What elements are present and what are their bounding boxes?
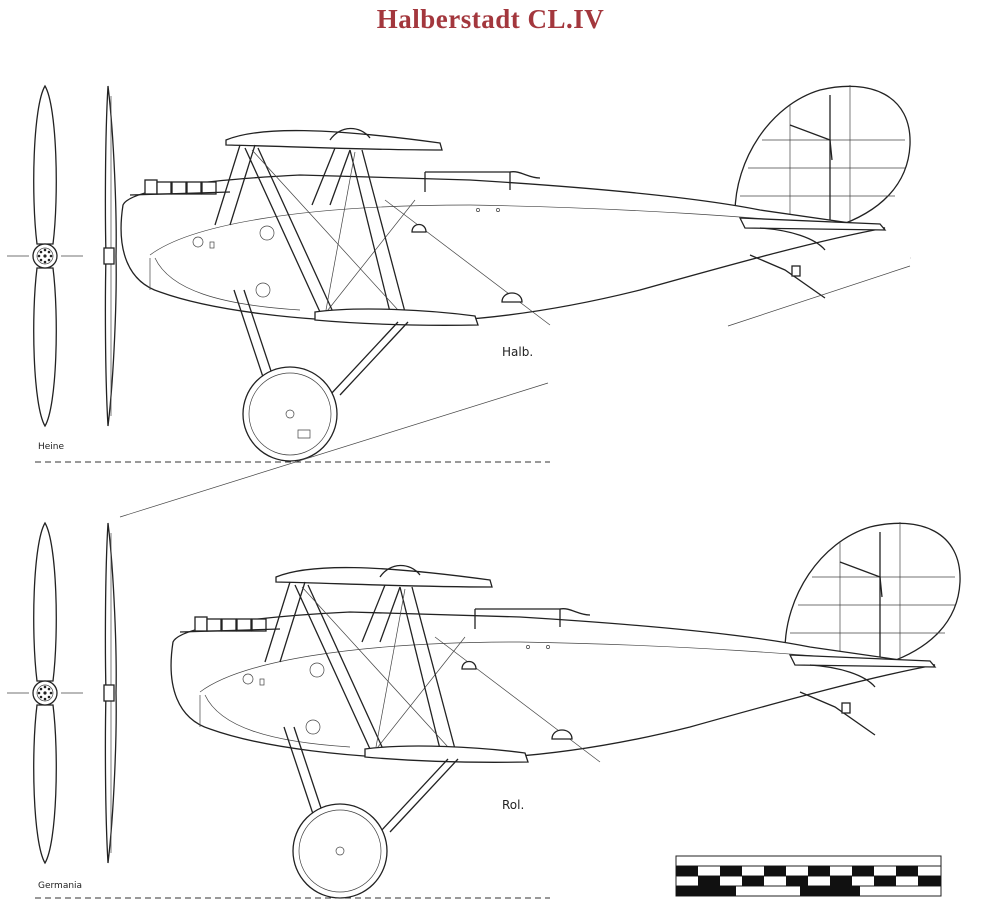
propeller-label-germania: Germania [38, 881, 82, 891]
propeller-side-view-2 [103, 522, 117, 864]
slope-line-2 [727, 265, 911, 327]
slope-line-1 [119, 382, 549, 518]
variant-label-rol: Rol. [502, 798, 524, 812]
variant-label-halb: Halb. [502, 345, 533, 359]
propeller-front-view-2 [6, 522, 84, 864]
propeller-label-heine: Heine [38, 442, 65, 452]
scale-bar [675, 855, 942, 897]
aircraft-side-view-2 [170, 521, 961, 899]
propeller-front-view-1 [6, 85, 84, 427]
aircraft-side-view-1 [120, 84, 911, 462]
drawing-title: Halberstadt CL.IV [376, 4, 605, 34]
propeller-side-view-1 [103, 85, 117, 427]
